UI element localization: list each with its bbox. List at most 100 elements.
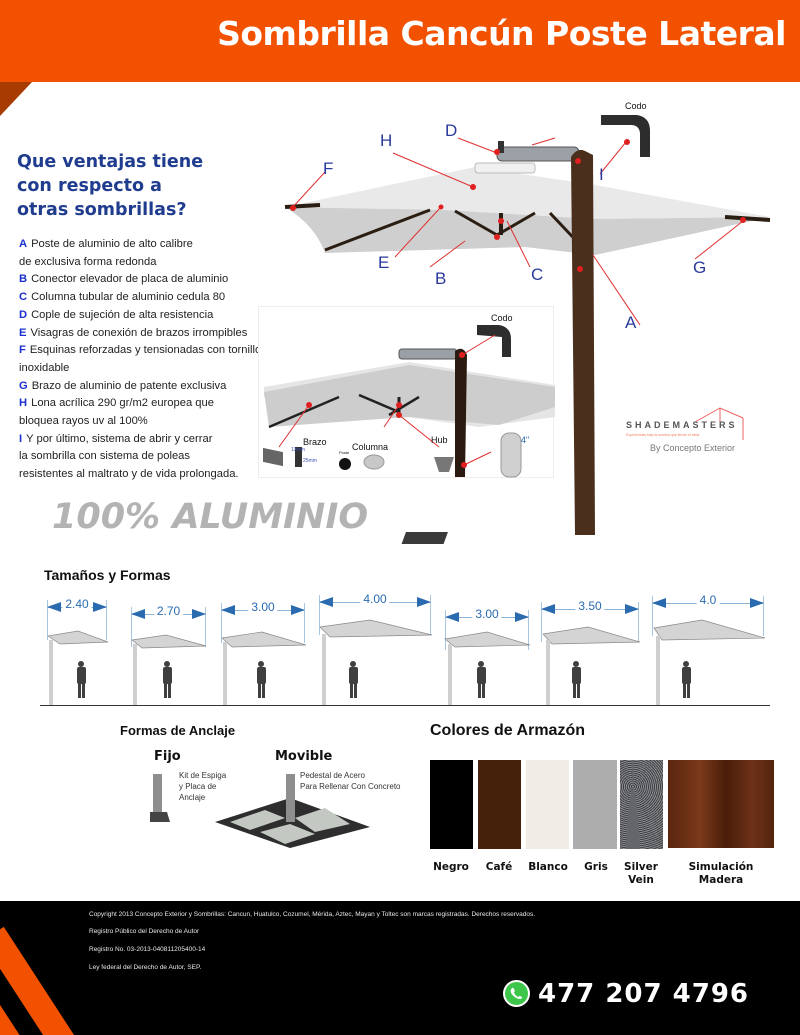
arrow-left-icon [319,597,333,607]
title-line: otras sombrillas? [17,200,187,220]
size-value: 2.70 [153,604,184,618]
arrow-right-icon [93,602,107,612]
title-line: Que ventajas tiene [17,152,204,172]
color-label: Café [485,861,513,873]
brazo-dim-13: 13mm [291,447,305,453]
advantages-title: Que ventajas tiene con respecto a otras … [17,150,257,222]
header-banner: Sombrilla Cancún Poste Lateral [0,0,800,82]
feature-letter: B [19,273,28,286]
feature-text: resistentes al maltrato y de vida prolon… [19,468,239,481]
registry-number: Registro No. 03-2013-040811205400-14 [89,946,206,953]
dimension-indicator: 3.00 [221,600,305,643]
feature-f-cont: inoxidable [19,360,269,378]
callout-h: H [380,131,393,150]
footer-stripe [0,926,124,1035]
feature-h-cont: bloquea rayos uv al 100% [19,413,269,431]
feature-text: de exclusiva forma redonda [19,255,157,268]
arrow-left-icon [541,604,555,614]
feature-letter: H [19,397,28,410]
dimension-indicator: 2.40 [47,597,107,640]
dimension-indicator: 3.50 [541,599,639,642]
dimension-indicator: 4.0 [652,593,764,636]
feature-text: Brazo de aluminio de patente exclusiva [31,379,227,392]
law-text: Ley federal del Derecho de Autor, SEP. [89,964,202,971]
logo-tagline: Experiencias bajo la sombra que llenan e… [626,433,700,437]
feature-letter: F [19,344,26,357]
inset-brazo-label: Brazo [303,437,327,447]
feature-text: inoxidable [19,361,70,374]
size-value: 3.00 [248,600,278,614]
size-value: 2.40 [62,597,92,611]
detail-inset: Codo Brazo 13mm 25mm Poste Columna Hub 4… [258,306,555,478]
frame-colors-title: Colores de Armazón [430,722,585,739]
feature-a-cont: de exclusiva forma redonda [19,254,269,272]
inset-codo-label: Codo [491,313,513,323]
inset-hub-label: Hub [431,435,448,445]
swatch-silver-vein [620,760,663,849]
fixed-description: Kit de Espiga y Placa de Anclaje [179,770,226,803]
feature-text: Y por último, sistema de abrir y cerrar [26,432,213,445]
feature-text: Cople de sujeción de alta resistencia [31,308,214,321]
size-item: 3.50 [541,590,639,708]
sizes-illustration [47,619,766,706]
feature-letter: I [19,432,23,445]
feature-text: la sombrilla con sistema de poleas [19,450,191,463]
feature-letter: A [19,238,28,250]
inset-tube-dim: 4" [521,435,530,445]
callout-d: D [445,121,458,140]
arrow-right-icon [192,609,206,619]
feature-text: Lona acrílica 290 gr/m2 europea que [31,397,214,410]
arrow-right-icon [417,597,431,607]
ground-line [40,705,770,706]
header-fold [0,82,32,116]
arrow-right-icon [750,598,764,608]
arrow-right-icon [515,612,529,622]
arrow-left-icon [445,612,459,622]
color-label: Simulación Madera [688,861,754,886]
swatch-cafe [478,760,521,849]
size-value: 3.50 [575,599,605,613]
arrow-left-icon [221,605,235,615]
size-item: 4.0 [652,590,764,708]
phone-number[interactable]: 477 207 4796 [538,979,750,1009]
arrow-left-icon [47,602,61,612]
title-line: con respecto a [17,176,162,196]
shademasters-logo: SHADEMASTERS Experiencias bajo la sombra… [620,398,750,458]
desc-line: Kit de Espiga [179,771,227,780]
anchoring-movable-label: Movible [275,749,333,764]
callout-b: B [435,269,447,288]
feature-text: Columna tubular de aluminio cedula 80 [31,291,226,304]
anchoring-fixed-label: Fijo [154,749,181,764]
inset-illustration [263,325,555,478]
feature-text: Conector elevador de placa de aluminio [31,273,229,286]
whatsapp-icon [503,980,530,1007]
size-item: 2.70 [131,590,206,708]
desc-line: Pedestal de Acero [300,771,365,780]
logo-brand: SHADEMASTERS [626,420,738,430]
page-title: Sombrilla Cancún Poste Lateral [217,14,786,53]
feature-text: bloquea rayos uv al 100% [19,415,148,428]
callout-e: E [378,253,390,272]
arrow-left-icon [652,598,666,608]
registry-text: Registro Público del Derecho de Autor [89,928,200,935]
color-label: Negro [433,861,469,873]
callout-g: G [693,258,707,277]
swatch-negro [430,760,473,849]
brazo-dim-25: 25mm [303,458,317,464]
size-value: 3.00 [472,607,502,621]
callout-a: A [625,313,637,332]
feature-i-cont2: resistentes al maltrato y de vida prolon… [19,466,269,484]
dimension-indicator: 3.00 [445,607,529,650]
desc-line: y Placa de [179,782,217,791]
sizes-row: 2.40 2.70 3.00 4.00 3.00 3.50 4.0 [40,590,780,708]
color-label: Gris [584,861,608,873]
desc-line: Anclaje [179,793,206,802]
feature-text: Esquinas reforzadas y tensionadas con to… [29,344,262,357]
swatch-blanco [526,760,569,849]
size-item: 4.00 [319,590,431,708]
